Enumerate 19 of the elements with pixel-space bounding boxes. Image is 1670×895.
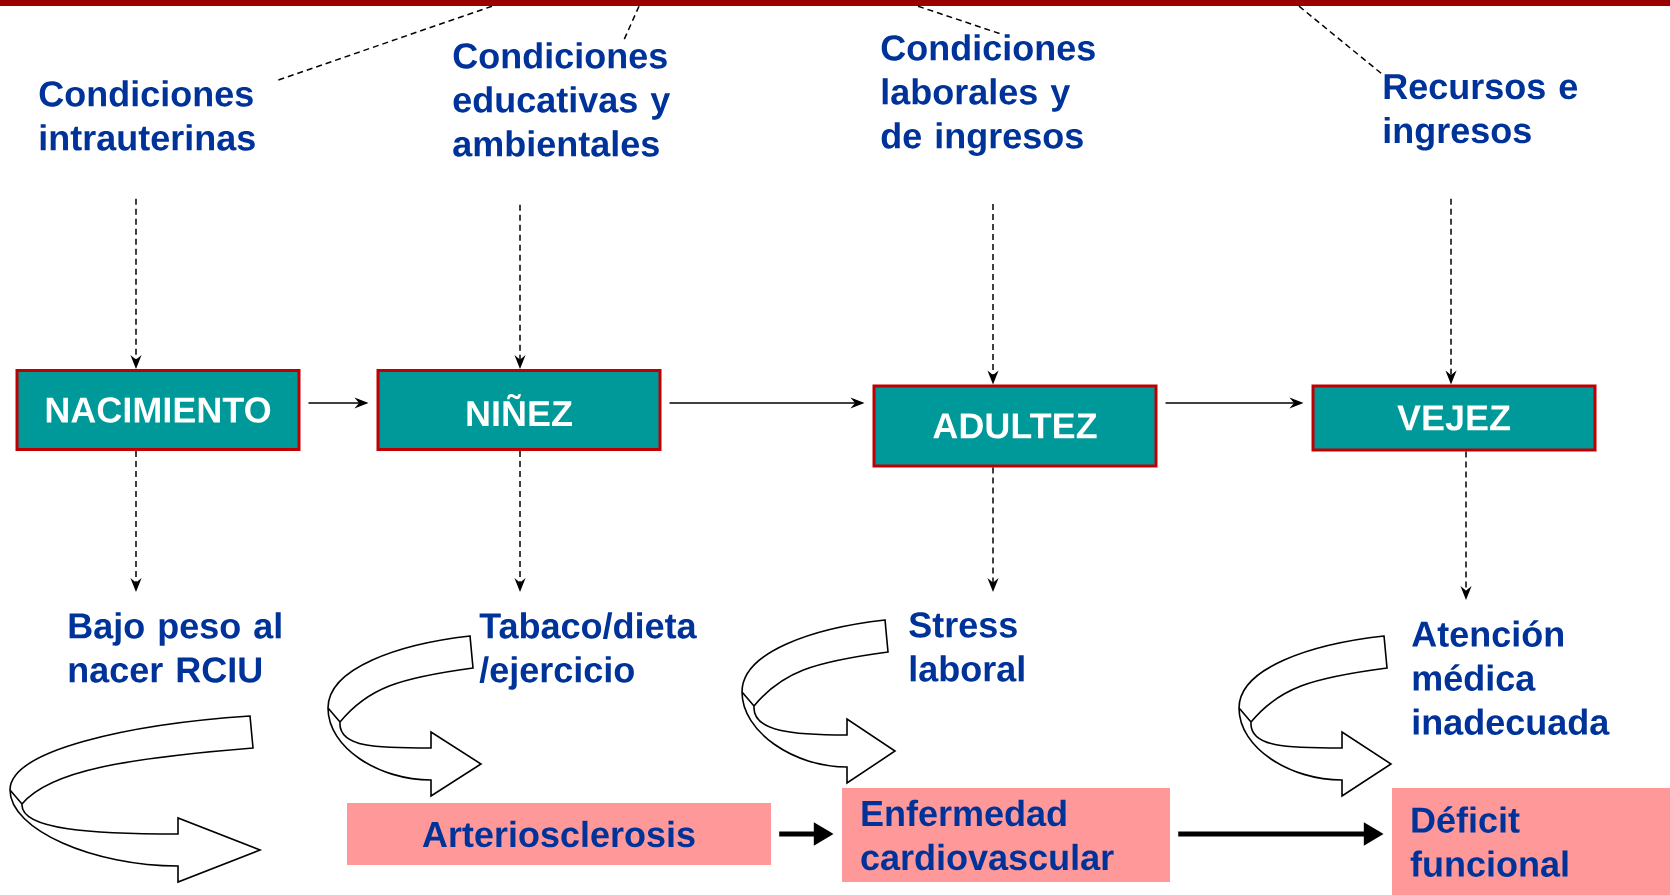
label-text: Condiciones intrauterinas (39, 80, 255, 151)
outcome-box: Enfermedad cardiovascular (842, 788, 1170, 882)
label-text: Condiciones educativas y ambientales (453, 42, 671, 157)
header-bar (0, 0, 1670, 6)
label-text: Atención médica inadecuada (1412, 620, 1610, 735)
label-text: Bajo peso al nacer RCIU (69, 612, 281, 683)
label-text: Condiciones laborales y de ingresos (881, 34, 1095, 156)
outcome-box: Déficit funcional (1392, 788, 1670, 895)
stage-box: NIÑEZ (376, 369, 662, 451)
stage-box: NACIMIENTO (15, 369, 301, 451)
stage-box: ADULTEZ (872, 384, 1158, 468)
label-text: Recursos e ingresos (1384, 74, 1578, 151)
outcome-box: Arteriosclerosis (347, 803, 771, 865)
leader-line (277, 5, 493, 81)
leader-line (1298, 5, 1383, 75)
leader-line (917, 5, 1002, 35)
label-text: Stress laboral (909, 612, 1024, 682)
stage-box: VEJEZ (1311, 384, 1597, 452)
label-text: Tabaco/dieta /ejercicio (479, 612, 697, 690)
